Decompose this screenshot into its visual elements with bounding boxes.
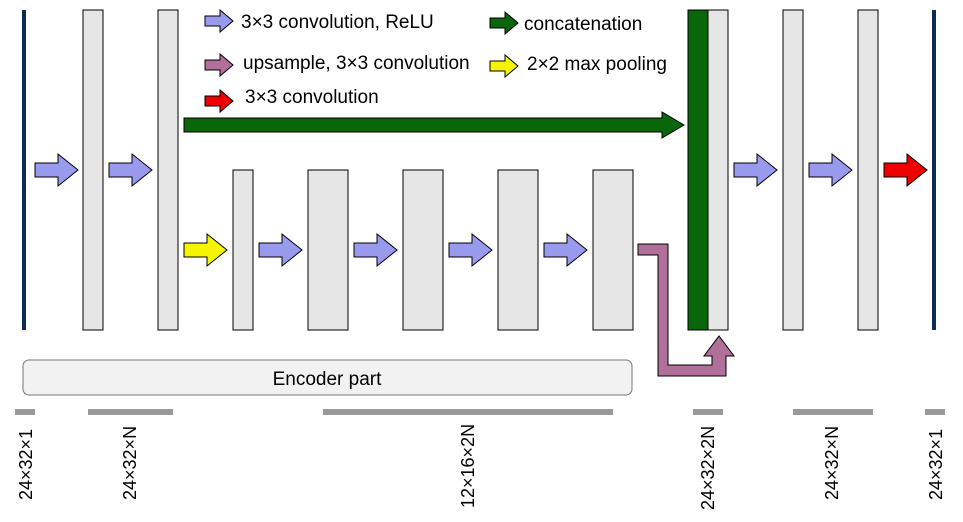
legend-conv-relu-label: 3×3 convolution, ReLU	[241, 12, 434, 33]
feature-map-low-4	[497, 169, 539, 331]
dimension-label: 24×32×2N	[698, 426, 718, 510]
output-layer	[932, 10, 936, 330]
conv-relu-arrow-1	[34, 152, 79, 188]
legend-conv-relu-icon	[204, 8, 234, 34]
dimension-bar	[88, 409, 173, 415]
conv-relu-arrow-4	[353, 232, 398, 268]
dimension-label: 24×32×N	[822, 426, 842, 500]
encoder-part-label: Encoder part	[273, 369, 383, 390]
legend-concatenation-icon	[489, 10, 519, 36]
feature-map-low-5	[592, 169, 634, 331]
feature-map-enc-2	[157, 9, 179, 331]
dimension-label: 12×16×2N	[458, 424, 478, 508]
dimension-bar	[15, 409, 35, 415]
encoder-part-box	[22, 359, 633, 396]
dimension-bar	[693, 409, 723, 415]
legend-max-pooling-icon	[489, 53, 519, 79]
concat-skip-arrow	[183, 111, 685, 139]
input-layer	[22, 10, 26, 330]
conv-relu-arrow-5	[448, 232, 493, 268]
conv-relu-arrow-6	[543, 232, 588, 268]
final-conv-arrow	[883, 152, 928, 188]
conv-relu-arrow-3	[258, 232, 303, 268]
feature-map-enc-1	[82, 9, 104, 331]
feature-map-dec-1	[782, 9, 804, 331]
legend-conv-label: 3×3 convolution	[245, 87, 379, 108]
dimension-label: 24×32×1	[926, 429, 946, 500]
legend: 3×3 convolution, ReLU concatenation upsa…	[204, 8, 667, 114]
feature-map-dec-2	[857, 9, 879, 331]
dimension-bar	[323, 409, 613, 415]
upsample-arrow	[637, 243, 735, 377]
feature-map-low-1	[232, 169, 254, 331]
feature-map-low-3	[402, 169, 444, 331]
conv-relu-arrow-7	[733, 152, 778, 188]
feature-map-low-2	[307, 169, 349, 331]
legend-upsample-icon	[204, 52, 234, 78]
conv-relu-arrow-2	[108, 152, 153, 188]
conv-relu-arrow-8	[808, 152, 853, 188]
max-pooling-arrow	[183, 232, 228, 268]
dimension-labels: 24×32×1 24×32×N 12×16×2N 24×32×2N 24×32×…	[16, 424, 946, 510]
feature-map-upsampled	[707, 9, 729, 331]
dimension-label: 24×32×1	[16, 429, 36, 500]
dimension-label: 24×32×N	[120, 426, 140, 500]
concat-skip-map	[687, 9, 709, 331]
dimension-bars	[15, 409, 945, 415]
legend-max-pooling-label: 2×2 max pooling	[527, 54, 667, 75]
legend-concatenation-label: concatenation	[524, 14, 642, 35]
legend-upsample-label: upsample, 3×3 convolution	[243, 53, 470, 74]
dimension-bar	[793, 409, 873, 415]
dimension-bar	[925, 409, 945, 415]
legend-conv-icon	[204, 88, 234, 114]
